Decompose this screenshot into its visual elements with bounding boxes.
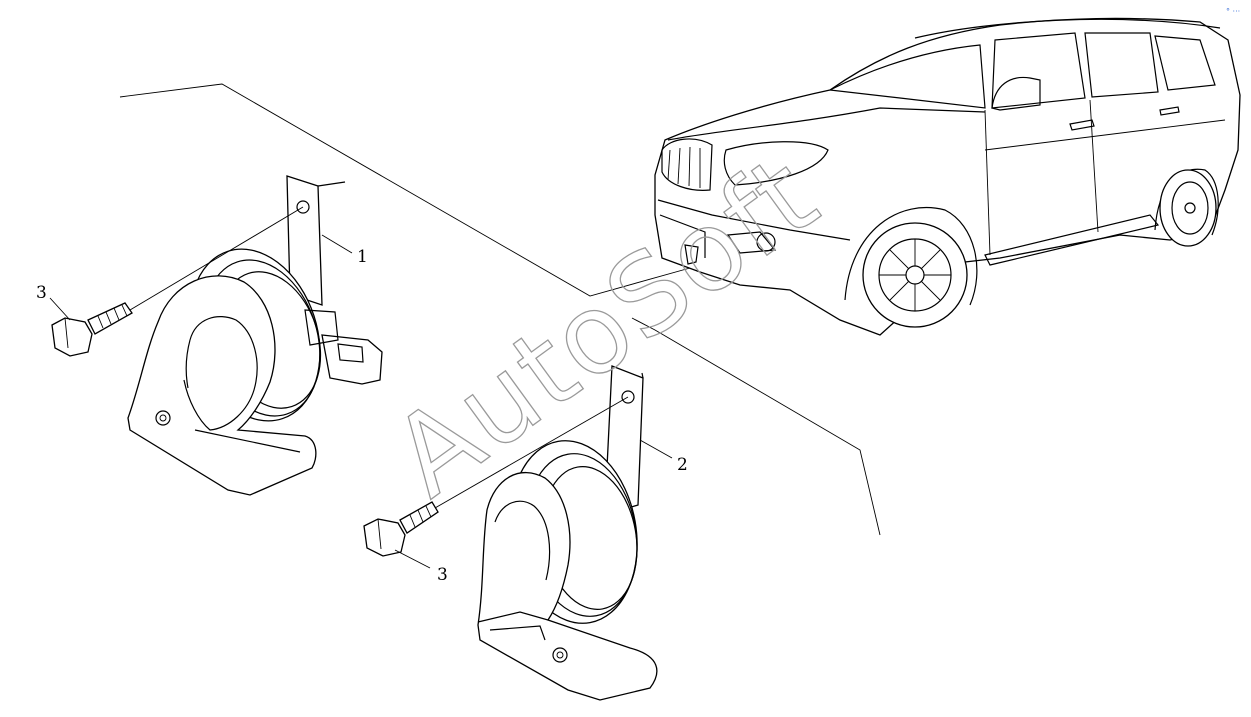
horn-2 bbox=[477, 365, 658, 701]
bolt-lower bbox=[363, 501, 439, 557]
callout-3-upper: 3 bbox=[36, 283, 47, 303]
callout-2: 2 bbox=[677, 455, 688, 475]
guide-lines bbox=[119, 83, 881, 536]
corner-mark: ° ··· bbox=[1226, 7, 1240, 16]
vehicle-illustration bbox=[654, 17, 1241, 336]
callout-3-lower: 3 bbox=[437, 565, 448, 585]
callout-leaders bbox=[49, 206, 673, 569]
bolt-upper bbox=[51, 302, 133, 357]
horn-1 bbox=[127, 175, 383, 496]
callout-1: 1 bbox=[357, 247, 368, 267]
